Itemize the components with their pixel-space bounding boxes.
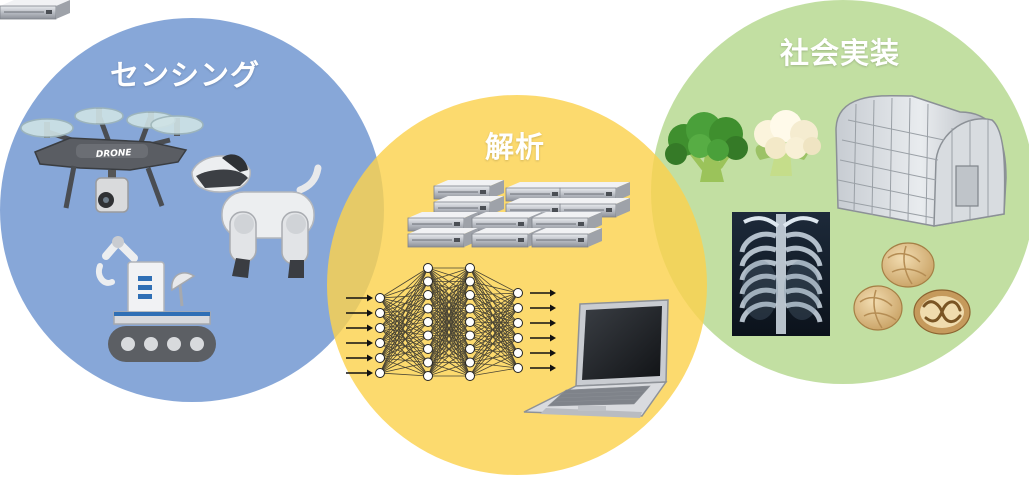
rover-robot-icon: [96, 236, 216, 362]
deployment-label: 社会実装: [780, 36, 901, 70]
walnuts-icon: [853, 242, 971, 335]
analysis-label: 解析: [485, 130, 546, 164]
broccoli-icon: [665, 112, 748, 182]
neural-network-icon: [346, 263, 556, 381]
server-stack-icon: [0, 0, 631, 248]
sensing-label: センシング: [110, 58, 261, 92]
chest-xray-icon: [732, 212, 830, 336]
robot-dog-icon: [191, 154, 322, 278]
laptop-icon: [523, 299, 669, 418]
cauliflower-icon: [754, 110, 821, 176]
drone-icon: DRONE: [20, 107, 204, 213]
drone-label: DRONE: [96, 148, 133, 160]
greenhouse-icon: [835, 94, 1007, 227]
